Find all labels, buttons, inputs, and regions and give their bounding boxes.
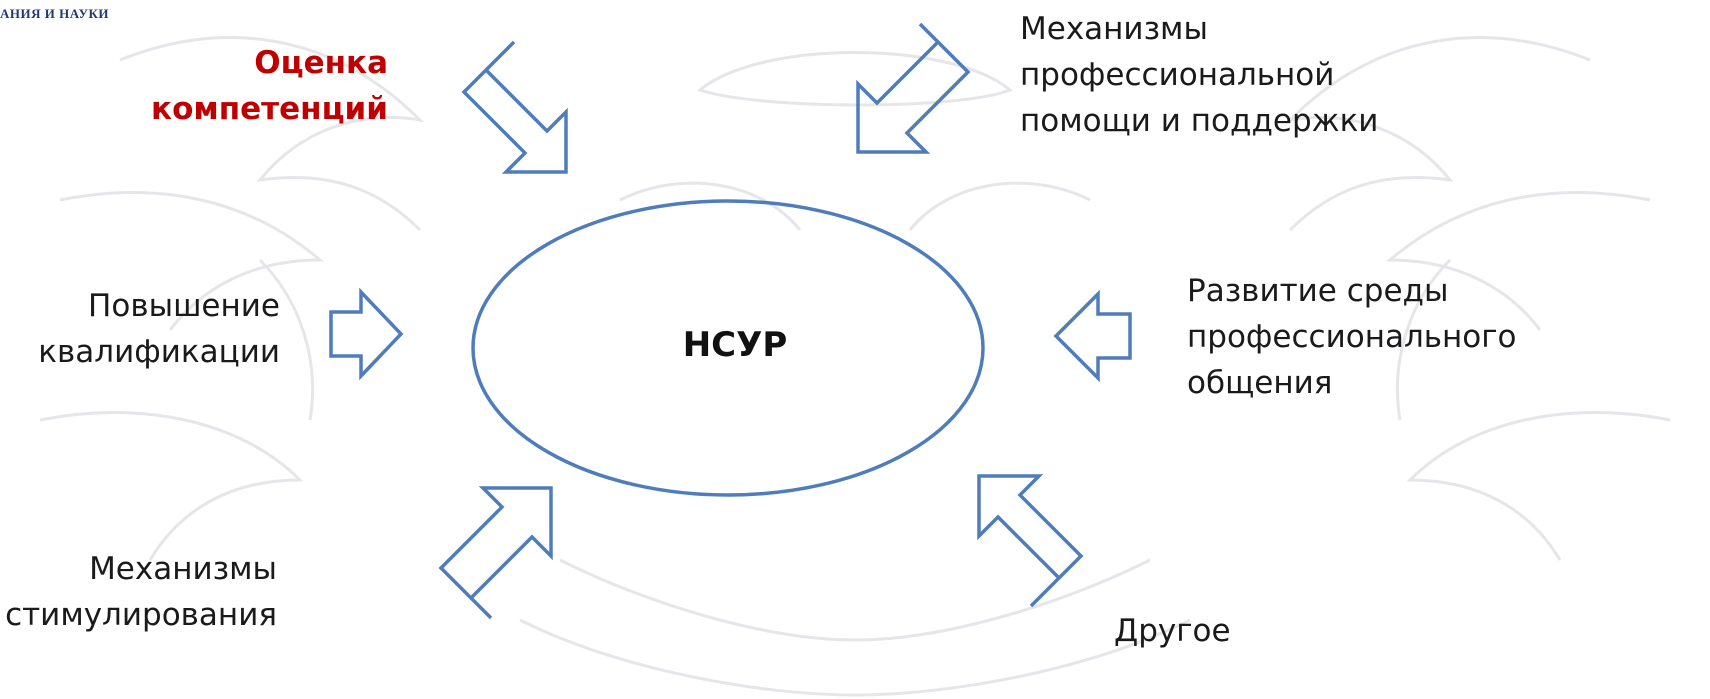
label-line: квалификации bbox=[38, 334, 280, 370]
arrow-bottom-left bbox=[438, 486, 553, 620]
center-label: НСУР bbox=[682, 325, 788, 365]
label-line: Оценка bbox=[254, 45, 388, 81]
label-qualification: Повышение квалификации bbox=[38, 283, 280, 375]
label-line: профессионального bbox=[1187, 319, 1517, 355]
label-other: Другое bbox=[1114, 608, 1231, 654]
header-fragment: АНИЯ И НАУКИ bbox=[0, 6, 110, 21]
label-line: компетенций bbox=[151, 91, 388, 127]
label-professional-environment: Развитие среды профессионального общения bbox=[1187, 268, 1517, 406]
label-line: Механизмы bbox=[89, 551, 277, 587]
label-line: стимулирования bbox=[5, 597, 277, 633]
label-line: профессиональной bbox=[1020, 57, 1335, 93]
center-ellipse bbox=[471, 199, 985, 497]
label-line: помощи и поддержки bbox=[1020, 103, 1379, 139]
label-support-mechanisms: Механизмы профессиональной помощи и подд… bbox=[1020, 6, 1378, 144]
arrow-right bbox=[1053, 289, 1132, 383]
label-line: Развитие среды bbox=[1187, 273, 1449, 309]
arrow-left bbox=[329, 287, 404, 381]
arrow-bottom-right bbox=[977, 474, 1084, 608]
label-line: Механизмы bbox=[1020, 11, 1208, 47]
label-line: общения bbox=[1187, 365, 1333, 401]
label-incentive-mechanisms: Механизмы стимулирования bbox=[5, 546, 277, 638]
label-line: Повышение bbox=[88, 288, 280, 324]
arrow-top-left bbox=[461, 40, 568, 174]
label-competency-assessment: Оценка компетенций bbox=[151, 40, 388, 132]
arrow-top-right bbox=[856, 22, 971, 154]
label-line: Другое bbox=[1114, 613, 1231, 649]
